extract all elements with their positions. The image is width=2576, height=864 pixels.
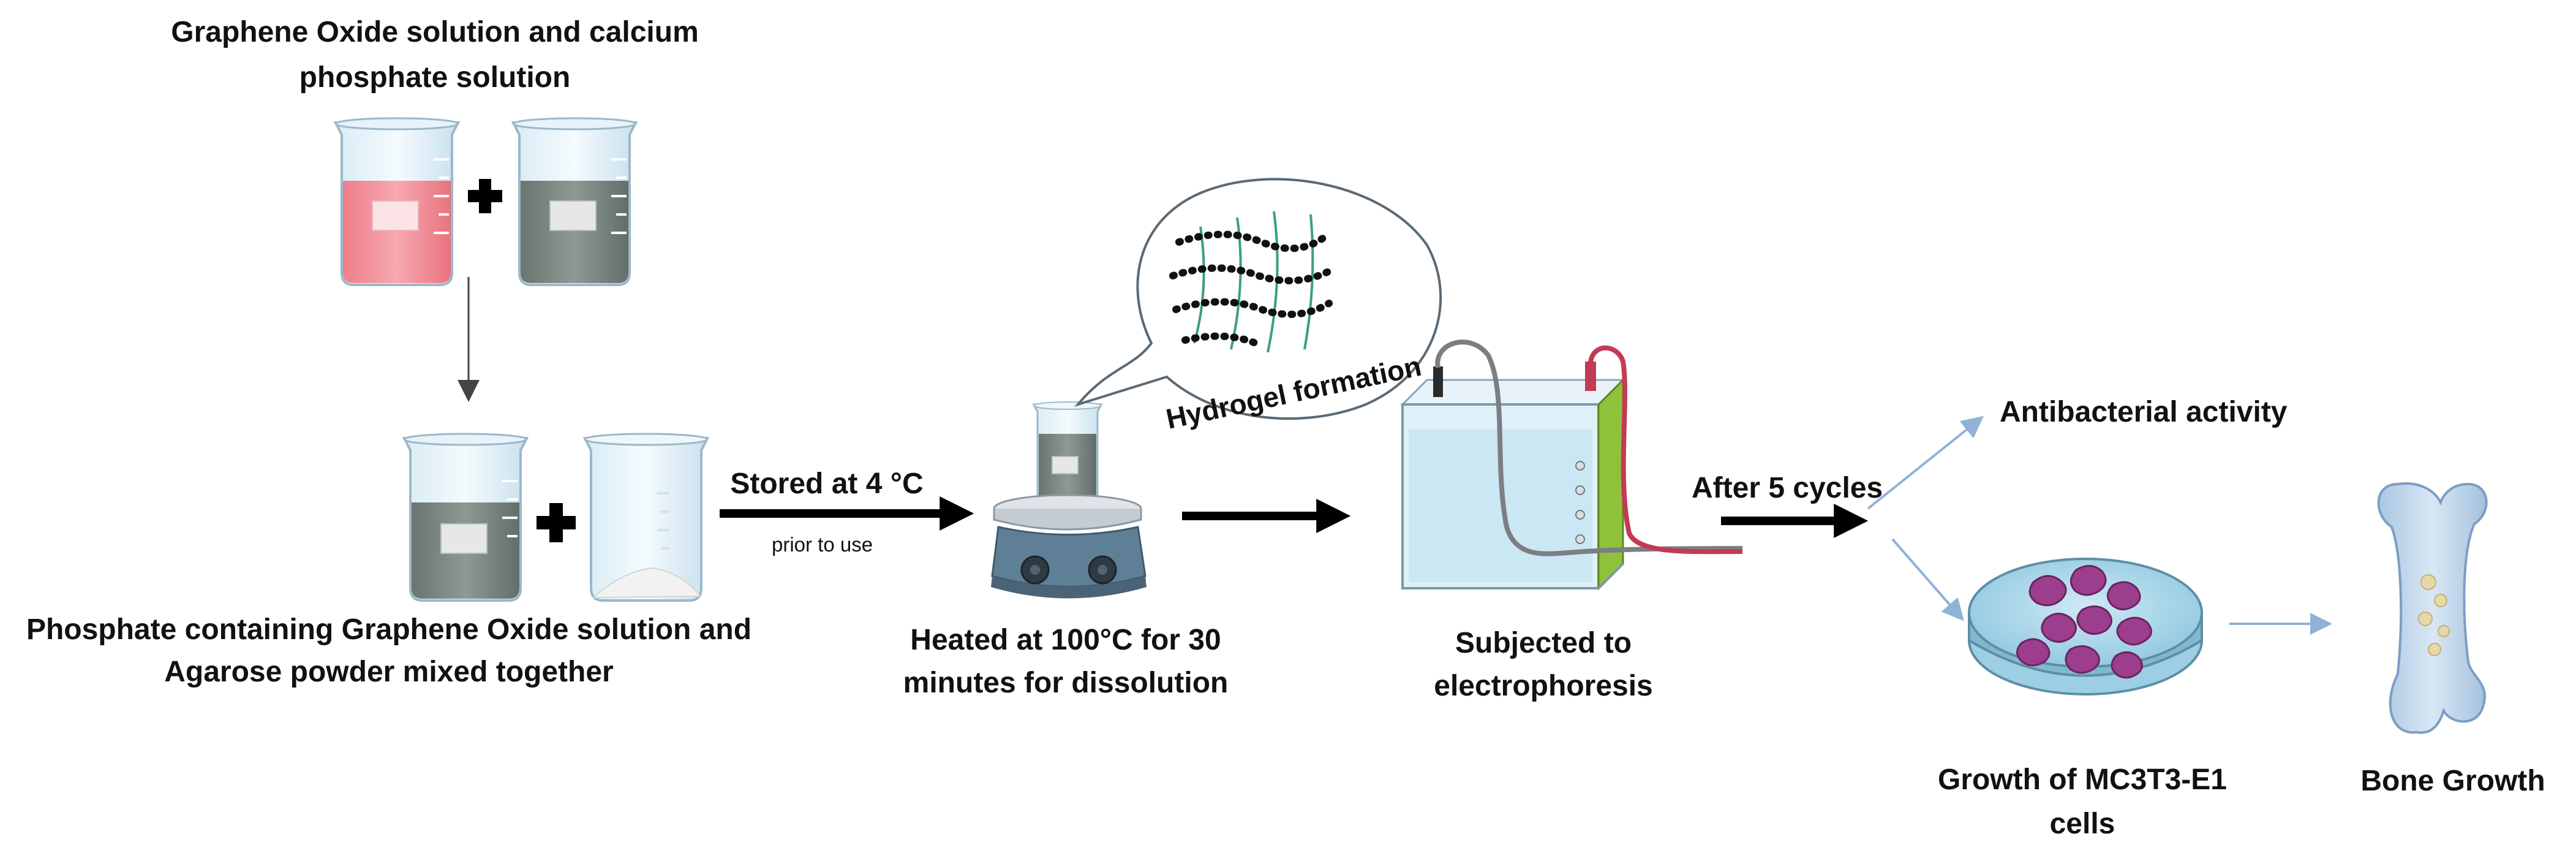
beaker-gray-solution-icon	[511, 117, 638, 286]
beaker-pink-solution-icon	[333, 117, 461, 286]
bone-growth-label: Bone Growth	[2360, 765, 2545, 797]
growth-line1: Growth of MC3T3-E1	[1938, 764, 2227, 796]
electrophoresis-tank-icon	[1400, 339, 1743, 591]
to-cells-arrow	[1891, 538, 1964, 621]
antibacterial-label: Antibacterial activity	[2000, 396, 2288, 428]
beaker-agarose-powder-icon	[582, 433, 710, 602]
electro-line1: Subjected to	[1455, 627, 1632, 659]
bone-icon	[2377, 482, 2488, 734]
petri-dish-cells-icon	[1968, 558, 2203, 695]
hydrogel-bubble: Hydrogel formation	[1074, 178, 1442, 435]
electro-line2: electrophoresis	[1434, 670, 1652, 702]
plus-icon	[468, 179, 502, 213]
heated-line1: Heated at 100°C for 30	[910, 624, 1221, 656]
mix-caption-line1: Phosphate containing Graphene Oxide solu…	[26, 613, 751, 646]
after-cycles-label: After 5 cycles	[1692, 472, 1883, 504]
heated-line2: minutes for dissolution	[903, 667, 1229, 699]
prior-label: prior to use	[772, 533, 873, 556]
beaker-gray-solution-2-icon	[402, 433, 529, 602]
hydrogel-network-icon	[1169, 211, 1336, 353]
growth-line2: cells	[2050, 808, 2115, 840]
top-title-line2: phosphate solution	[299, 61, 571, 94]
mix-caption-line2: Agarose powder mixed together	[164, 656, 613, 688]
plus-2-icon	[537, 503, 576, 542]
to-antibacterial-arrow	[1867, 415, 1984, 510]
stored-label: Stored at 4 °C	[730, 468, 923, 500]
top-title-line1: Graphene Oxide solution and calcium	[171, 16, 699, 48]
hotplate-stirrer-icon	[991, 401, 1147, 599]
